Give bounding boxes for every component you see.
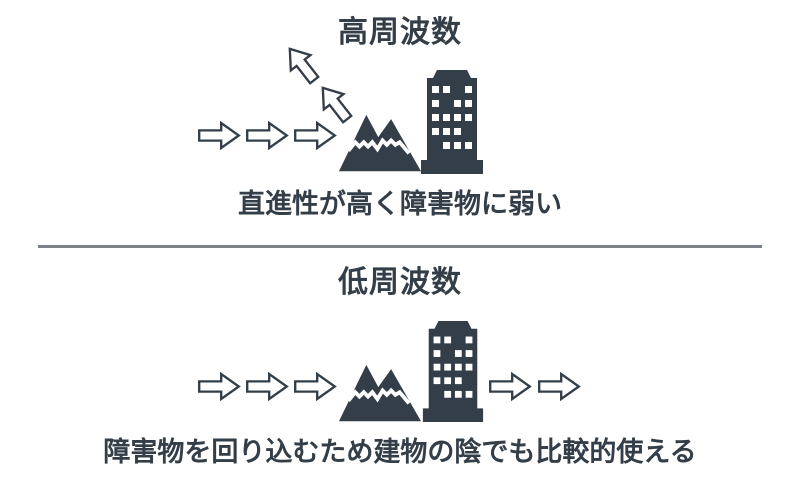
radio-wave-arrow-icon bbox=[198, 121, 240, 150]
high-frequency-caption: 直進性が高く障害物に弱い bbox=[238, 189, 562, 219]
low-frequency-title: 低周波数 bbox=[338, 266, 462, 299]
section-divider bbox=[38, 245, 762, 248]
radio-wave-arrow-icon bbox=[294, 121, 336, 150]
building-icon bbox=[422, 321, 484, 422]
high-frequency-title: 高周波数 bbox=[338, 16, 462, 49]
radio-wave-arrow-icon bbox=[198, 372, 240, 401]
mountain-icon bbox=[337, 362, 423, 423]
low-frequency-caption: 障害物を回り込むため建物の陰でも比較的使える bbox=[103, 437, 697, 467]
radio-wave-arrow-icon bbox=[246, 372, 288, 401]
radio-wave-arrow-icon bbox=[246, 121, 288, 150]
passed-wave-arrow-icon bbox=[489, 372, 531, 401]
building-icon bbox=[421, 70, 483, 174]
radio-wave-arrow-icon bbox=[294, 372, 336, 401]
mountain-icon bbox=[337, 112, 423, 173]
passed-wave-arrow-icon bbox=[538, 372, 580, 401]
